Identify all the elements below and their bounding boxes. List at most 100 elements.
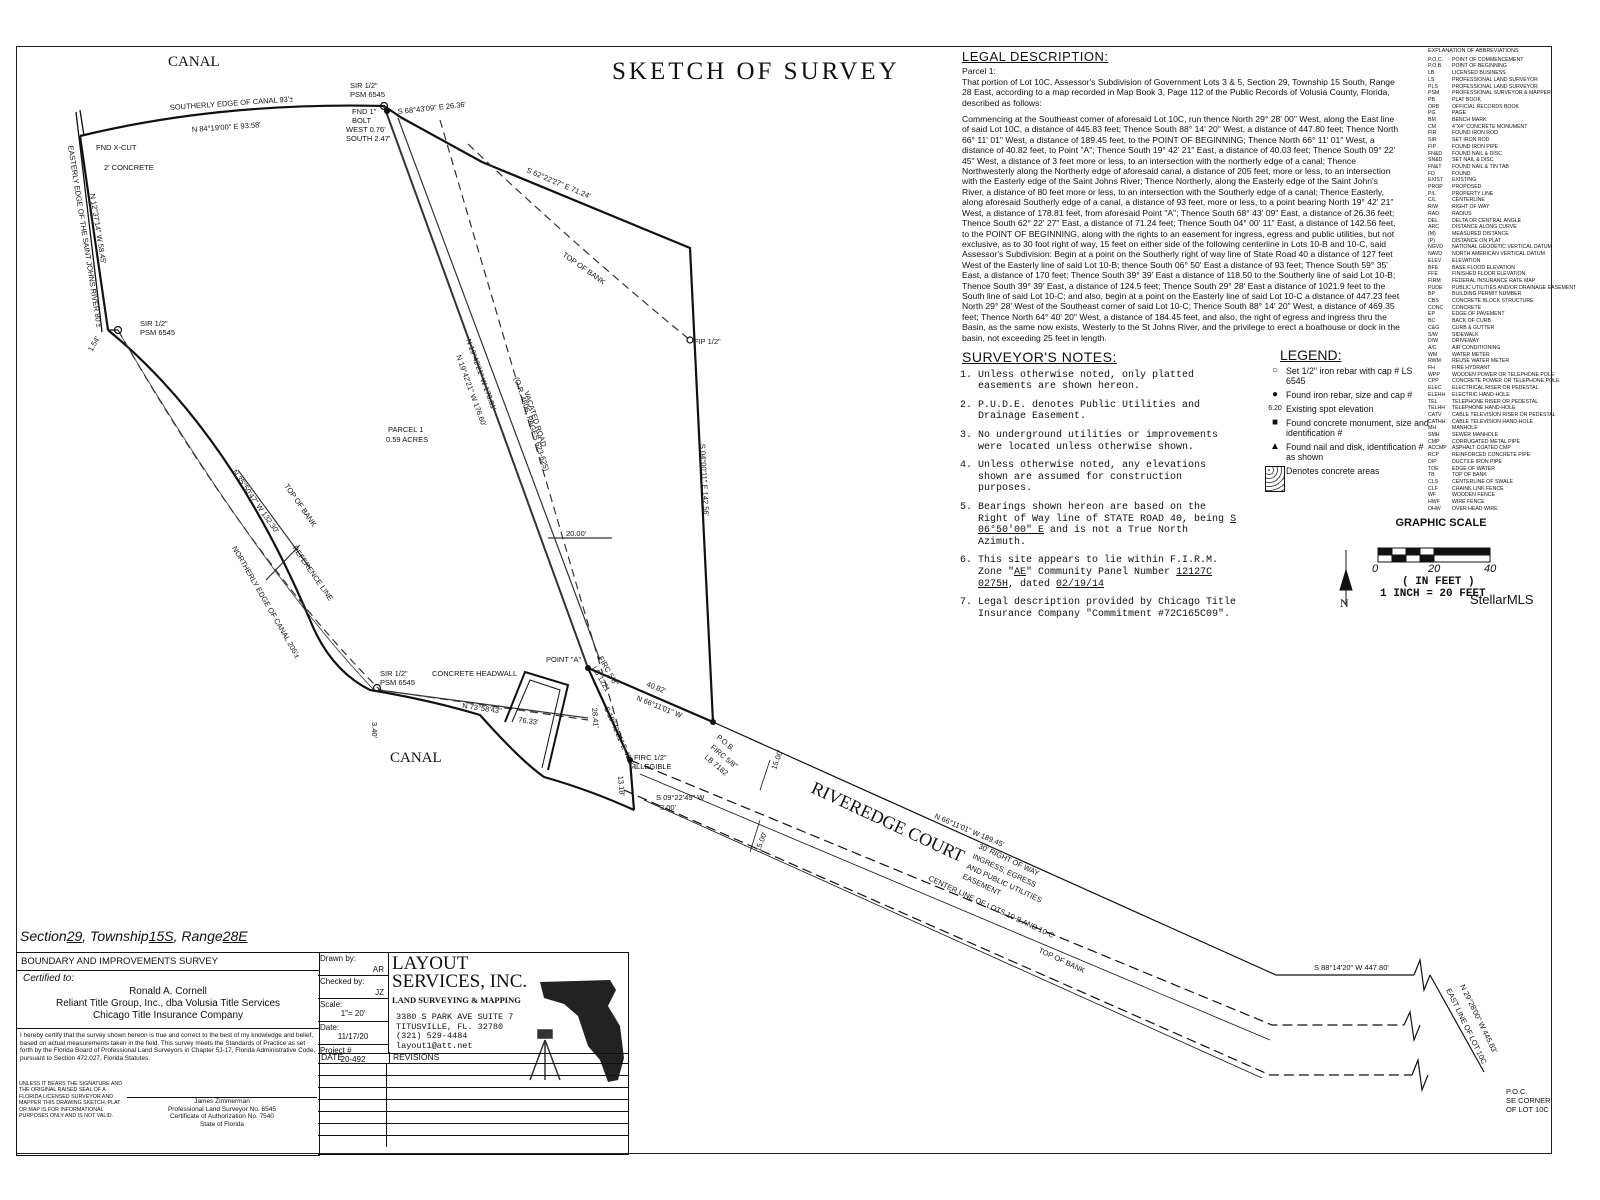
- sir-top-label: SIR 1/2": [350, 81, 378, 90]
- abbreviation-code: MH: [1428, 425, 1437, 432]
- abbreviation-code: ELEC: [1428, 385, 1442, 392]
- revisions-table: DATE REVISIONS: [318, 1052, 629, 1155]
- abbreviation-meaning: CABLE TELEVISION RISER OR PEDESTAL: [1452, 411, 1556, 418]
- florida-map-logo: [540, 980, 624, 1082]
- abbreviation-code: DEL: [1428, 217, 1439, 224]
- abbreviation-meaning: MEASURED DISTANCE: [1452, 230, 1509, 237]
- bearing-447-label: S 88°14'20" W 447.80': [1314, 963, 1389, 972]
- abbreviation-code: BFE: [1428, 264, 1439, 271]
- note-2: P.U.D.E. denotes Public Utilities and Dr…: [978, 400, 1242, 423]
- drawn-by-value: AR: [372, 965, 384, 974]
- abbreviation-code: FIR: [1428, 130, 1437, 137]
- parcel-label: PARCEL 1: [388, 425, 423, 434]
- concrete-headwall-label: CONCRETE HEADWALL: [432, 669, 517, 678]
- abbreviation-meaning: PROPOSED: [1452, 184, 1482, 191]
- revisions-date-header: DATE: [318, 1052, 390, 1063]
- bearing-142-label: S 04°00'11" E 142.56': [698, 444, 711, 517]
- abbreviation-code: PSM: [1428, 90, 1440, 97]
- township-value: 15S: [148, 928, 174, 944]
- abbreviation-code: CONC: [1428, 304, 1444, 311]
- dist-1318-label: 13.18': [616, 775, 627, 796]
- abbreviation-meaning: DELTA OR CENTRAL ANGLE: [1452, 217, 1522, 224]
- abbreviation-code: CLS: [1428, 479, 1439, 485]
- notes-heading: SURVEYOR'S NOTES:: [962, 349, 1117, 365]
- range-label: , Range: [173, 928, 223, 944]
- abbreviation-meaning: WIRE FENCE: [1452, 499, 1485, 506]
- abbreviation-code: FFE: [1428, 271, 1438, 278]
- abbreviation-row: TOE EDGE OF WATER: [1428, 466, 1578, 473]
- abbreviation-meaning: CONCRETE BLOCK STRUCTURE: [1452, 298, 1534, 305]
- river-edge: [75, 109, 118, 333]
- sir-left-label: SIR 1/2": [140, 319, 168, 328]
- abbreviation-meaning: SIDEWALK: [1452, 331, 1479, 338]
- abbreviation-meaning: ASPHALT COATED CMP: [1452, 445, 1511, 452]
- watermark: StellarMLS: [1470, 592, 1534, 607]
- certified-party-2: Reliant Title Group, Inc., dba Volusia T…: [56, 998, 280, 1009]
- abbreviation-code: C/L: [1428, 197, 1437, 204]
- surveyor-name: James Zimmerman: [194, 1098, 250, 1105]
- abbreviation-meaning: WOODEN FENCE: [1452, 492, 1495, 499]
- abbreviation-row: (M)MEASURED DISTANCE: [1428, 231, 1578, 238]
- abbreviation-meaning: BASE FLOOD ELEVATION: [1452, 264, 1515, 271]
- concrete-headwall: [504, 670, 570, 771]
- dist-300-label: 3.00': [660, 803, 677, 812]
- abbreviation-code: CMP: [1428, 438, 1440, 445]
- date-value: 11/17/20: [337, 1032, 369, 1041]
- firc-illegible-marker: [627, 757, 633, 763]
- abbreviation-row: (P)DISTANCE ON PLAT: [1428, 238, 1578, 245]
- abbreviation-meaning: PUBLIC UTILITIES AND/OR DRAINAGE EASEMEN…: [1452, 284, 1577, 291]
- abbreviation-meaning: FOUND IRON PIPE: [1452, 143, 1499, 150]
- certification-statement: I hereby certify that the survey shown h…: [17, 1028, 319, 1065]
- abbreviation-meaning: CENTERLINE OF SWALE: [1452, 479, 1513, 485]
- abbreviation-meaning: OFFICIAL RECORDS BOOK: [1452, 103, 1519, 110]
- abbreviation-meaning: TOP OF BANK: [1452, 472, 1487, 479]
- note-6: This site appears to lie within F.I.R.M.…: [978, 555, 1242, 590]
- abbreviation-code: CATHH: [1428, 418, 1446, 425]
- legend: LEGEND: ○Set 1/2" iron rebar with cap # …: [1264, 348, 1434, 499]
- abbreviation-meaning: RIGHT OF WAY: [1452, 204, 1490, 211]
- firc-1221-marker: [585, 665, 591, 671]
- checked-by-label: Checked by:: [320, 977, 365, 986]
- top-of-bank-label-1: TOP OF BANK: [561, 250, 607, 286]
- abbreviation-meaning: EDGE OF WATER: [1452, 465, 1495, 472]
- note-1: Unless otherwise noted, only platted eas…: [978, 370, 1242, 393]
- abbreviation-code: DIP: [1428, 458, 1437, 465]
- abbreviation-meaning: FOUND IRON ROD: [1452, 130, 1498, 137]
- abbreviation-meaning: 4"X4" CONCRETE MONUMENT: [1452, 123, 1528, 130]
- company-tagline: LAND SURVEYING & MAPPING: [392, 995, 521, 1005]
- surveyor-notes: SURVEYOR'S NOTES: Unless otherwise noted…: [962, 349, 1242, 627]
- abbreviation-meaning: TELEPHONE RISER OR PEDESTAL: [1452, 398, 1539, 405]
- abbreviation-meaning: PLAT BOOK: [1452, 96, 1481, 103]
- legal-heading: LEGAL DESCRIPTION:: [962, 49, 1109, 64]
- legend-item-found-rebar: ●Found iron rebar, size and cap #: [1264, 390, 1434, 401]
- abbreviation-code: CM: [1428, 123, 1437, 130]
- legal-body: Commencing at the Southeast corner of af…: [962, 114, 1400, 343]
- dist-15a-label: 15.00': [769, 748, 785, 771]
- graphic-scale: GRAPHIC SCALE: [1356, 517, 1526, 529]
- section-value: 29: [66, 928, 83, 944]
- abbreviation-code: A/C: [1428, 344, 1437, 351]
- abbreviation-meaning: FOUND NAIL & DISC: [1452, 150, 1502, 157]
- parcel-boundary: [78, 104, 715, 812]
- reference-line-label: REFERENCE LINE: [290, 544, 335, 602]
- note-5-bearing: S 06°50'00" E: [978, 513, 1237, 537]
- sir-left-marker: [113, 325, 123, 335]
- abbreviation-code: C&G: [1428, 324, 1440, 331]
- company-name-2: SERVICES, INC.: [392, 971, 528, 992]
- section-township-range: Section29, Township15S, Range28E: [20, 928, 248, 944]
- scale-tick-20: 20: [1428, 563, 1441, 575]
- abbreviation-meaning: TELEPHONE HAND-HOLE: [1452, 405, 1516, 412]
- abbreviation-code: TOE: [1428, 465, 1439, 472]
